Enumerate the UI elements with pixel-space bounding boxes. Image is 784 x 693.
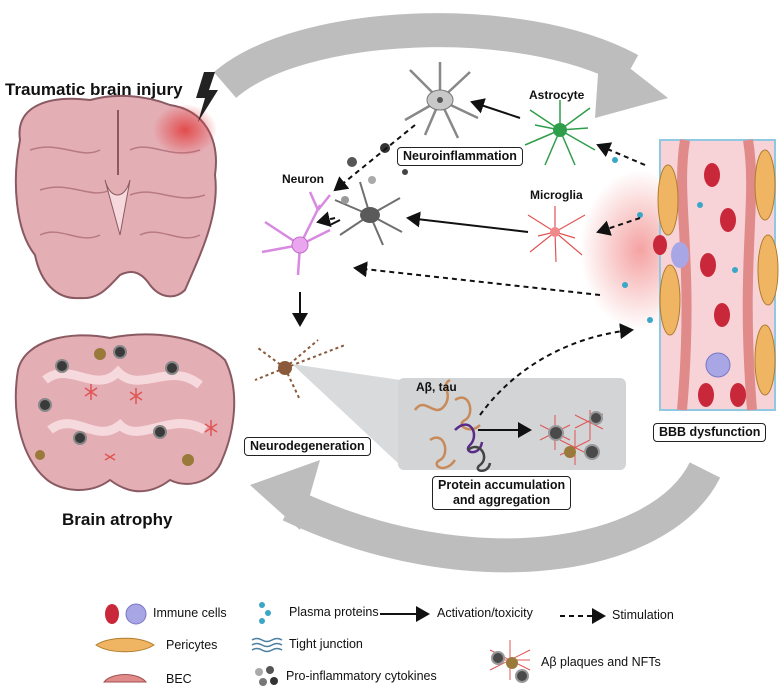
- tight-junction-icon: [251, 637, 283, 653]
- protein-accumulation-box: Protein accumulation and aggregation: [432, 476, 572, 510]
- neuroinflammation-box: Neuroinflammation: [397, 147, 523, 166]
- abeta-tau-label: Aβ, tau: [416, 380, 457, 394]
- legend-tight-junction: Tight junction: [289, 637, 363, 651]
- cytokine-legend-icon: [255, 666, 278, 686]
- legend-icons: [95, 602, 606, 686]
- neuron-icon: [261, 191, 331, 276]
- atrophy-brain: [14, 333, 236, 493]
- protein-accumulation-line1: Protein accumulation: [438, 478, 566, 492]
- red-blood-cell-icon: [105, 604, 119, 624]
- legend-stimulation: Stimulation: [612, 608, 674, 622]
- legend-plasma-proteins: Plasma proteins: [289, 605, 379, 619]
- microglia-grey-icon: [334, 181, 403, 246]
- zoom-funnel: [292, 364, 400, 465]
- legend-pericytes: Pericytes: [166, 638, 218, 652]
- astrocyte-icon: [524, 100, 596, 166]
- legend-plaques: Aβ plaques and NFTs: [541, 655, 661, 669]
- reactive-astrocyte-icon: [404, 62, 479, 139]
- tbi-brain: [14, 94, 217, 300]
- bec-icon: [102, 674, 148, 683]
- arrows: [292, 98, 646, 438]
- protein-accumulation-line2: and aggregation: [452, 493, 551, 507]
- microglia-label: Microglia: [530, 188, 583, 202]
- brain-atrophy-label: Brain atrophy: [62, 510, 173, 529]
- astrocyte-label: Astrocyte: [529, 88, 585, 102]
- bbb-vessel: [580, 139, 779, 411]
- legend-cytokines: Pro-inflammatory cytokines: [286, 669, 437, 683]
- degenerating-neuron-icon: [254, 339, 346, 401]
- cycle-arrow-bottom: [250, 460, 721, 573]
- microglia-red-icon: [527, 206, 586, 263]
- neuron-label: Neuron: [282, 172, 324, 186]
- plaque-legend-icon: [489, 640, 531, 683]
- immune-cell-icon: [125, 603, 147, 625]
- bbb-dysfunction-box: BBB dysfunction: [653, 423, 767, 442]
- legend-activation: Activation/toxicity: [437, 606, 533, 620]
- tbi-label: Traumatic brain injury: [5, 80, 183, 99]
- pericyte-icon: [95, 637, 155, 653]
- plasma-protein-icon: [259, 602, 271, 624]
- legend-bec: BEC: [166, 672, 192, 686]
- cycle-arrow-top: [213, 13, 668, 118]
- legend-immune-cells: Immune cells: [153, 606, 227, 620]
- lightning-icon: [196, 72, 218, 122]
- protein-box: [398, 378, 626, 472]
- cytokine-dots: [341, 143, 408, 204]
- neurodegeneration-box: Neurodegeneration: [244, 437, 371, 456]
